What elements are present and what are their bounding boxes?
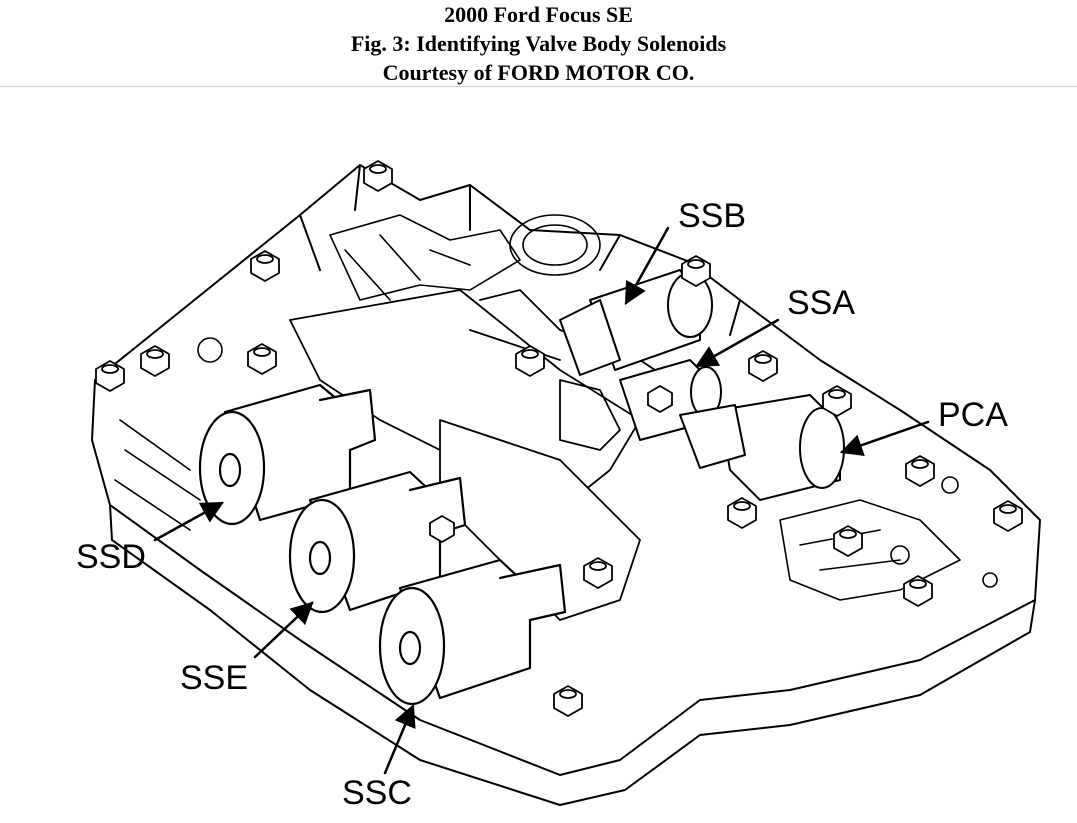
solenoid-pca [679,394,845,501]
solenoid-sse [288,470,467,614]
callout-arrows [153,226,930,775]
label-ssd: SSD [76,538,146,576]
figure-caption: Fig. 3: Identifying Valve Body Solenoids [350,31,727,56]
header-divider [0,86,1077,87]
solenoid-ssd [198,383,377,526]
label-pca: PCA [938,396,1008,434]
label-ssb: SSB [678,197,747,235]
figure-header: 2000 Ford Focus SE Fig. 3: Identifying V… [0,0,1077,86]
solenoid-ssc [378,558,567,706]
label-ssa: SSA [787,284,856,322]
label-sse: SSE [180,659,249,697]
solenoid-ssb [559,269,713,376]
mounting-bolts [95,160,1023,717]
vehicle-title: 2000 Ford Focus SE [444,2,633,27]
valve-body-illustration [91,160,1041,806]
credit-line: Courtesy of FORD MOTOR CO. [382,60,695,85]
label-ssc: SSC [342,774,412,812]
